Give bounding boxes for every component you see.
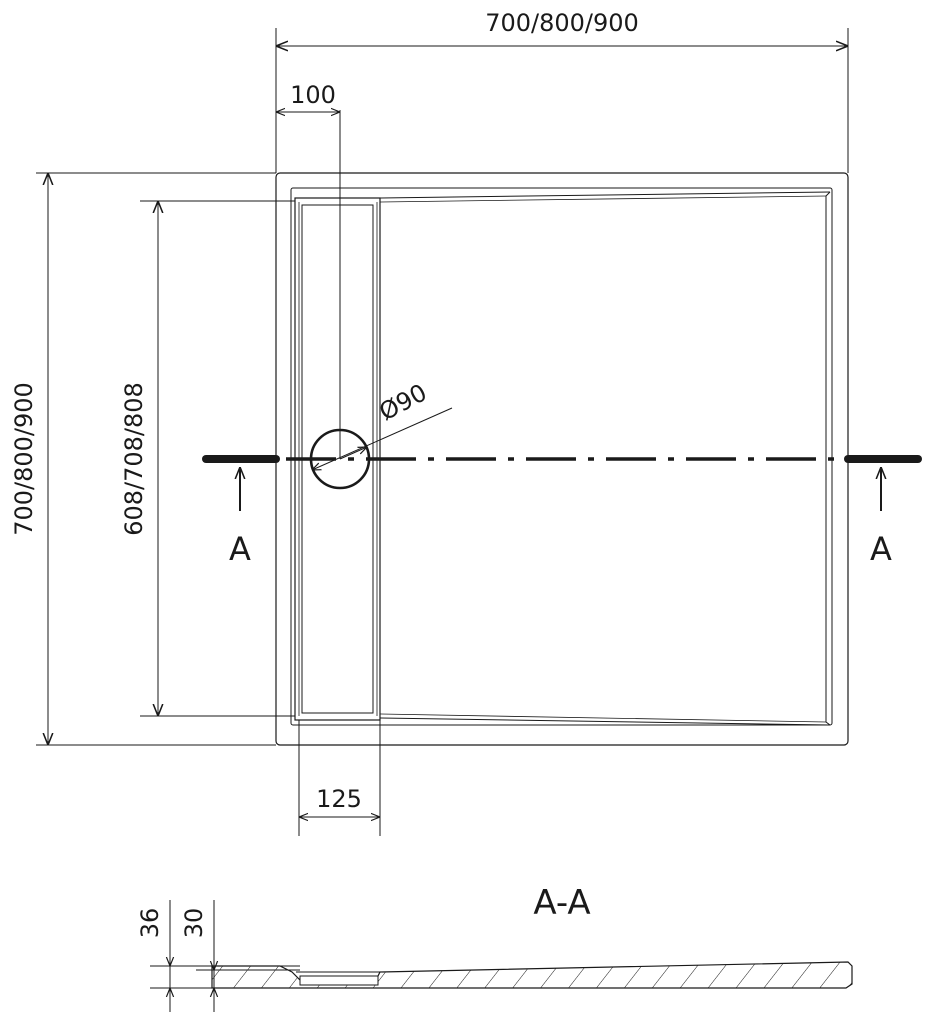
section-title: A-A bbox=[533, 883, 590, 923]
tray-height-label: 30 bbox=[180, 908, 208, 939]
section-marker-left: A bbox=[229, 530, 251, 568]
total-height-label: 36 bbox=[136, 908, 164, 939]
tray-slope-top bbox=[379, 191, 831, 199]
inner-length-label: 608/708/808 bbox=[120, 382, 148, 536]
width-dimension bbox=[275, 28, 849, 173]
section-height-dimensions bbox=[150, 900, 300, 1012]
width-dimension-label: 700/800/900 bbox=[485, 9, 639, 37]
length-dimension-label: 700/800/900 bbox=[10, 382, 38, 536]
channel-width-label: 125 bbox=[316, 785, 362, 813]
tray-inner-edge bbox=[290, 187, 833, 726]
drain-offset-dimension bbox=[276, 110, 341, 459]
section-cut-line bbox=[202, 455, 922, 511]
section-marker-right: A bbox=[870, 530, 892, 568]
drain-section bbox=[299, 975, 379, 986]
tray-slope-bottom-inner bbox=[379, 713, 827, 723]
channel-width-dimension bbox=[298, 720, 381, 836]
tray-slope-top-inner bbox=[379, 195, 827, 203]
tray-section bbox=[211, 961, 853, 989]
length-dimension bbox=[36, 172, 276, 746]
drain-diameter-dimension bbox=[312, 407, 453, 470]
drain-diameter-label: Ø90 bbox=[375, 378, 432, 426]
tray-slope-right bbox=[825, 191, 831, 726]
inner-length-dimension bbox=[140, 200, 295, 717]
drain-offset-label: 100 bbox=[290, 81, 336, 109]
tray-slope-bottom bbox=[379, 717, 831, 726]
